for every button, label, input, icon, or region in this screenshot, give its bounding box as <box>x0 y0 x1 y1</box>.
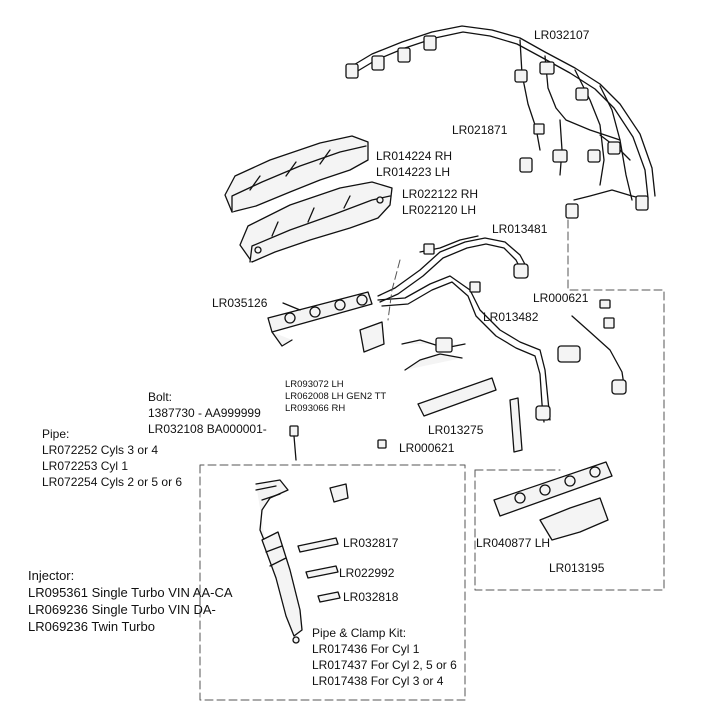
part-number: LR013482 <box>483 310 539 324</box>
part-label: LR035126 <box>212 295 267 311</box>
part-label: LR013482 <box>483 309 538 325</box>
part-number: LR072253 Cyl 1 <box>42 459 129 473</box>
part-number: LR014223 LH <box>376 165 451 179</box>
part-number: LR017438 For Cyl 3 or 4 <box>312 674 444 688</box>
part-label: Injector: LR095361 Single Turbo VIN AA-C… <box>28 567 233 635</box>
part-number: LR014224 RH <box>376 149 453 163</box>
part-label: LR040877 LH <box>476 535 550 551</box>
part-number: LR017436 For Cyl 1 <box>312 642 420 656</box>
part-number: LR093072 LH <box>285 379 344 390</box>
clamp-parts <box>297 483 349 603</box>
part-number: LR032818 <box>343 590 399 604</box>
part-number: LR021871 <box>452 123 508 137</box>
part-label: LR021871 <box>452 122 507 138</box>
part-label: LR032818 <box>343 589 398 605</box>
part-label: LR022992 <box>339 565 394 581</box>
part-number: LR093066 RH <box>285 403 346 414</box>
part-number: LR022992 <box>339 566 395 580</box>
part-number: LR069236 Single Turbo VIN DA- <box>28 602 216 617</box>
part-label: LR022122 RH LR022120 LH <box>402 186 478 218</box>
part-number: LR072254 Cyls 2 or 5 or 6 <box>42 475 183 489</box>
pipe-clamps <box>423 243 627 421</box>
part-label: Pipe & Clamp Kit: LR017436 For Cyl 1 LR0… <box>312 625 457 689</box>
part-number: Pipe & Clamp Kit: <box>312 626 407 640</box>
part-number: LR095361 Single Turbo VIN AA-CA <box>28 585 233 600</box>
part-number: Pipe: <box>42 427 70 441</box>
part-number: LR022120 LH <box>402 203 477 217</box>
part-number: LR017437 For Cyl 2, 5 or 6 <box>312 658 457 672</box>
part-label: LR000621 <box>533 290 588 306</box>
fuel-pipes-upper <box>377 235 626 423</box>
part-number: LR072252 Cyls 3 or 4 <box>42 443 159 457</box>
engine-cover-upper <box>224 135 369 213</box>
part-label: LR013195 <box>549 560 604 576</box>
part-number: LR022122 RH <box>402 187 479 201</box>
part-label: Pipe: LR072252 Cyls 3 or 4 LR072253 Cyl … <box>42 426 182 490</box>
part-label: LR032107 <box>534 27 589 43</box>
part-number: LR013481 <box>492 222 548 236</box>
fuel-rail-rh <box>493 461 613 541</box>
part-number: LR035126 <box>212 296 268 310</box>
dashed-guides <box>199 219 665 701</box>
part-label: LR032817 <box>343 535 398 551</box>
part-number: LR000621 <box>533 291 589 305</box>
part-number: Injector: <box>28 568 75 583</box>
injector-assembly <box>255 479 303 644</box>
part-label: LR013481 <box>492 221 547 237</box>
engine-cover-lower <box>239 181 393 263</box>
part-number: LR032817 <box>343 536 399 550</box>
part-label: Bolt: 1387730 - AA999999 LR032108 BA0000… <box>148 389 267 437</box>
bracket-middle <box>359 321 466 353</box>
part-number: LR013275 <box>428 423 484 437</box>
harness-connectors <box>345 35 649 219</box>
part-label: LR093072 LH LR062008 LH GEN2 TT LR093066… <box>285 379 386 415</box>
part-number: LR000621 <box>399 441 455 455</box>
part-number: LR069236 Twin Turbo <box>28 619 155 634</box>
part-number: LR032107 <box>534 28 590 42</box>
fuel-rail-lh-upper <box>267 291 373 347</box>
part-label: LR014224 RH LR014223 LH <box>376 148 452 180</box>
fuel-fitting <box>377 299 615 449</box>
part-number: LR013195 <box>549 561 605 575</box>
part-number: 1387730 - AA999999 <box>148 406 261 420</box>
part-label: LR000621 <box>399 440 454 456</box>
bolt <box>289 425 299 461</box>
pressure-sensor <box>509 397 523 453</box>
part-number: LR040877 LH <box>476 536 551 550</box>
part-number: LR062008 LH GEN2 TT <box>285 391 387 402</box>
part-number: Bolt: <box>148 390 173 404</box>
leader-line <box>282 302 301 311</box>
fuel-rail-lh-lower <box>404 353 497 417</box>
part-number: LR032108 BA000001- <box>148 422 267 436</box>
part-label: LR013275 <box>428 422 483 438</box>
